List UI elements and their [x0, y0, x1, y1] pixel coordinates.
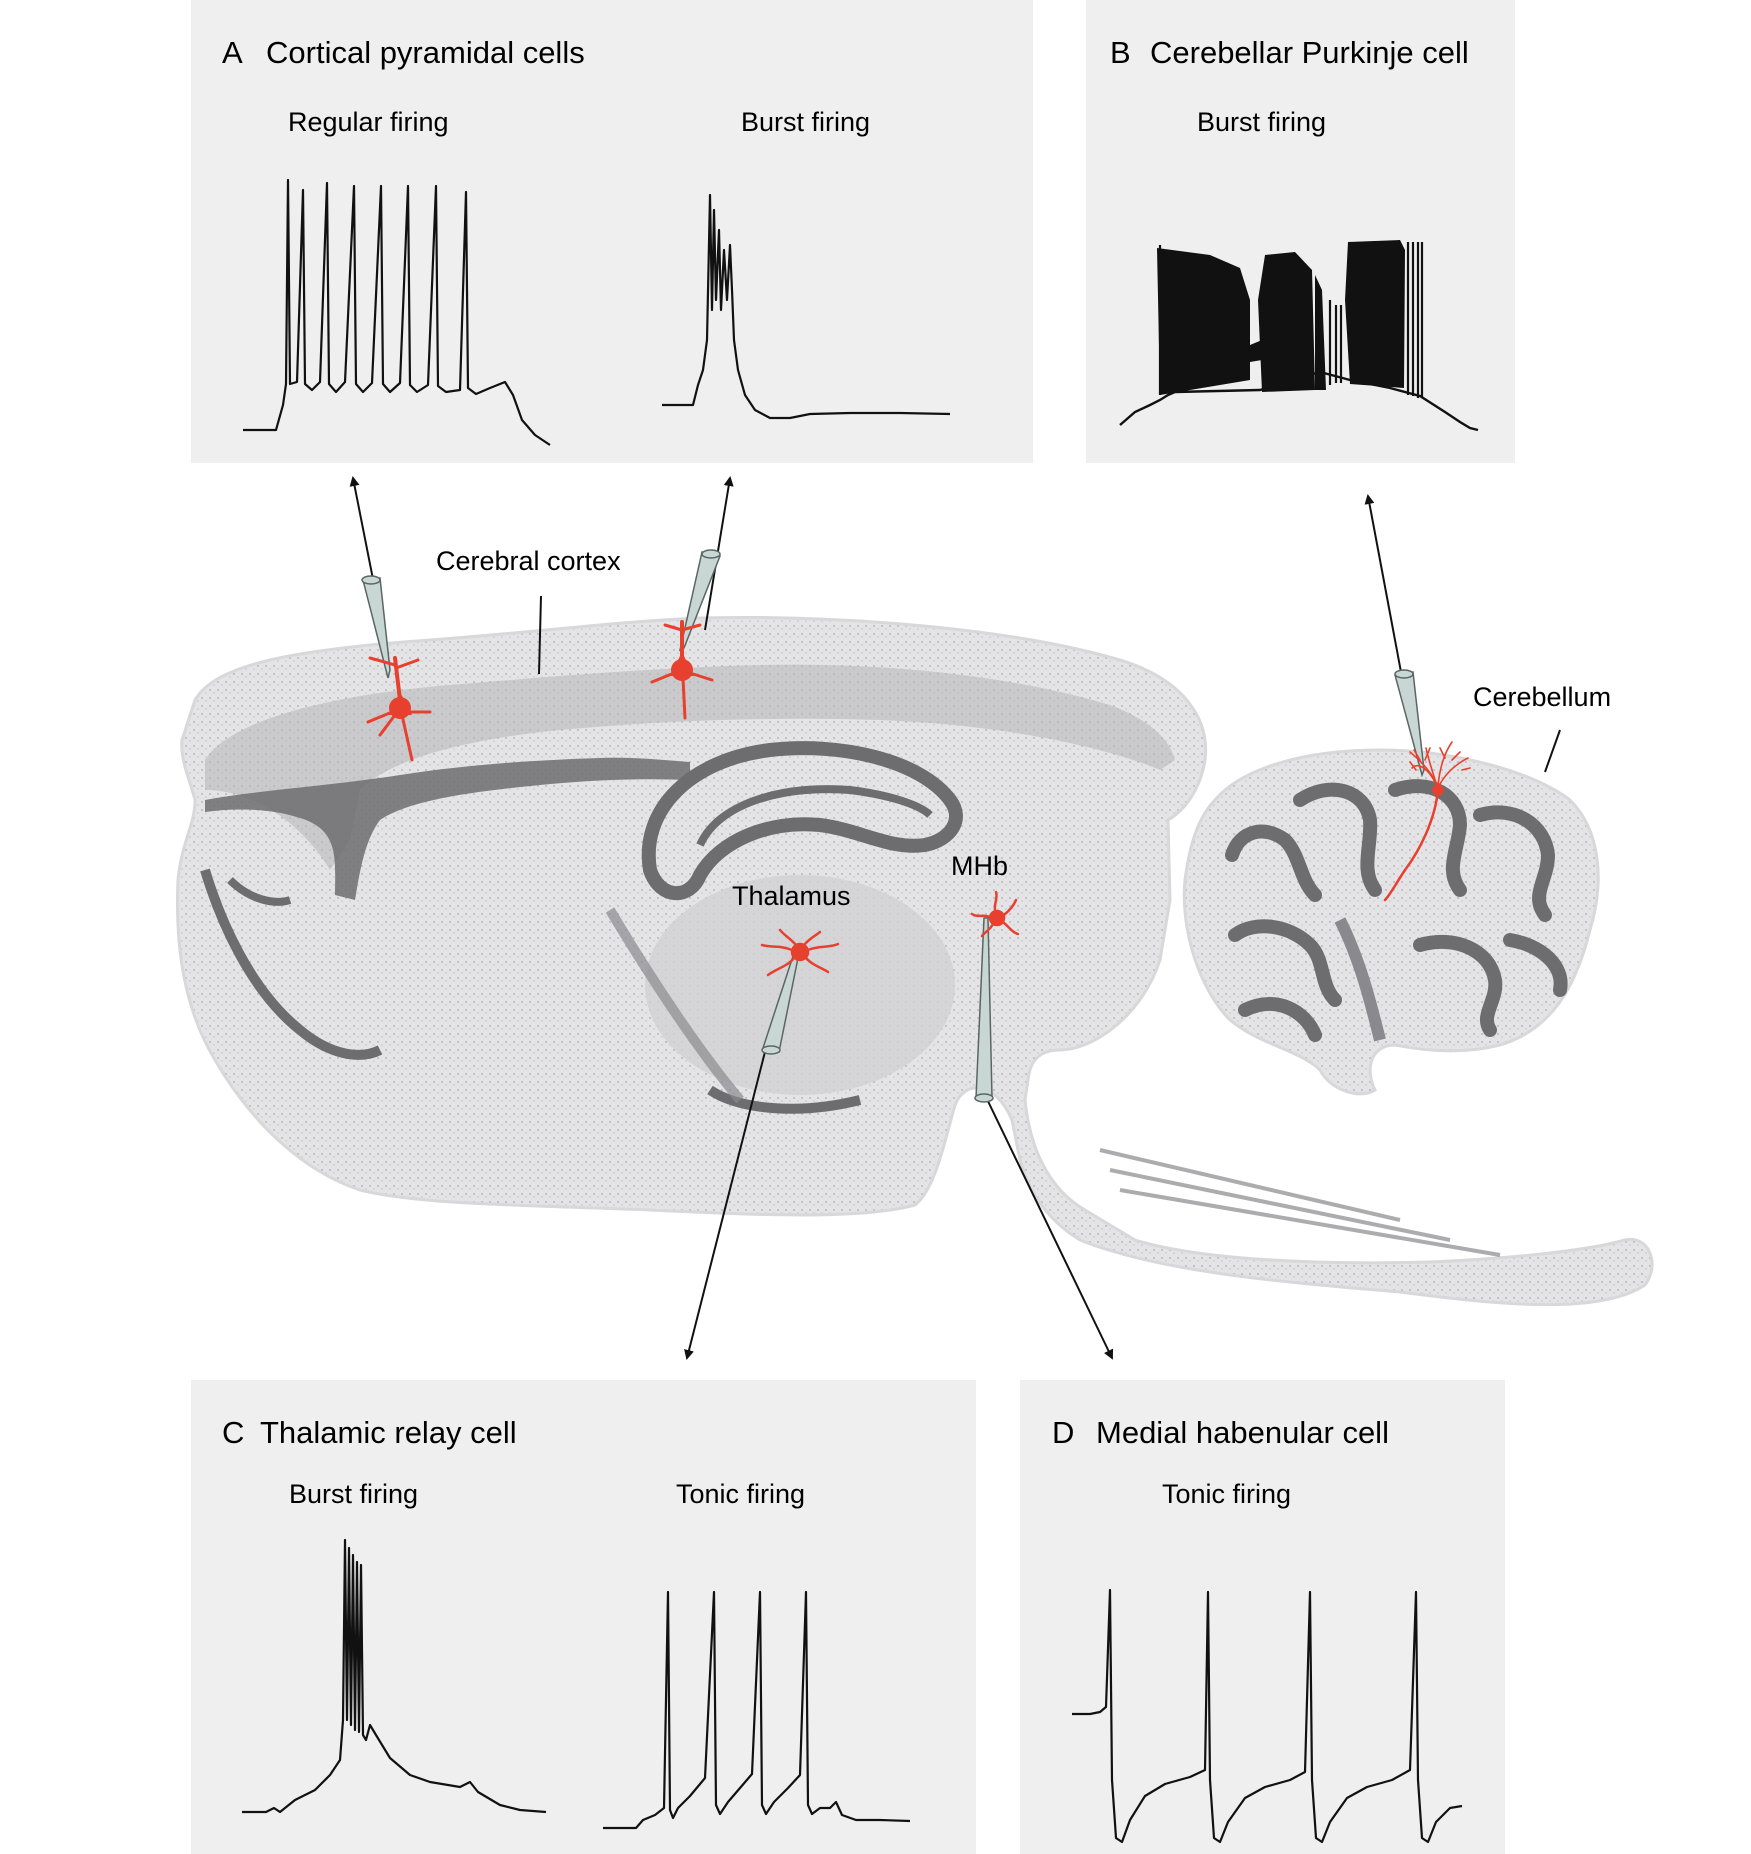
trace-c-tonic-firing — [603, 1590, 911, 1830]
panel-c-trace2-label: Tonic firing — [676, 1479, 805, 1509]
panel-c-letter: C — [222, 1415, 244, 1450]
panel-b-letter: B — [1110, 35, 1131, 70]
panel-d-trace1-label: Tonic firing — [1162, 1479, 1291, 1509]
arrow-to-d — [984, 1094, 1114, 1360]
leader-cerebral-cortex — [538, 595, 542, 675]
leader-cerebellum — [1544, 729, 1561, 773]
trace-b-burst-firing — [1119, 240, 1479, 432]
neuron-habenular — [970, 890, 1020, 938]
neuron-pyramidal-1 — [366, 656, 432, 762]
thalamus-region — [645, 875, 955, 1095]
label-cerebellum: Cerebellum — [1473, 682, 1611, 712]
panel-c-background — [191, 1380, 976, 1854]
hippocampus — [641, 741, 963, 901]
cortex-band — [205, 664, 1175, 870]
cerebellar-folia — [1225, 779, 1568, 1042]
trace-a-burst-firing — [662, 193, 951, 420]
panel-b-trace1-label: Burst firing — [1197, 107, 1326, 137]
trace-c-burst-firing — [242, 1538, 547, 1814]
panel-c-trace1-label: Burst firing — [289, 1479, 418, 1509]
panel-c-title: Thalamic relay cell — [260, 1415, 517, 1450]
label-thalamus: Thalamus — [732, 881, 851, 911]
panel-a-trace1-label: Regular firing — [288, 107, 449, 137]
panel-a-trace2-label: Burst firing — [741, 107, 870, 137]
panel-d-title: Medial habenular cell — [1096, 1415, 1389, 1450]
neuron-thalamic — [760, 928, 840, 977]
panel-d-background — [1020, 1380, 1505, 1854]
panel-a-title: Cortical pyramidal cells — [266, 35, 585, 70]
trace-d-tonic-firing — [1072, 1588, 1463, 1844]
neuron-pyramidal-2 — [650, 620, 714, 720]
trace-a-regular-firing — [243, 178, 551, 446]
corpus-callosum — [205, 757, 690, 900]
brain-section — [176, 616, 1654, 1307]
label-cerebral-cortex: Cerebral cortex — [436, 546, 621, 576]
neuron-purkinje — [1383, 741, 1471, 902]
panel-d-letter: D — [1052, 1415, 1074, 1450]
panel-b-title: Cerebellar Purkinje cell — [1150, 35, 1469, 70]
label-mhb: MHb — [951, 851, 1008, 881]
arrow-to-c — [684, 1039, 769, 1360]
panel-a-letter: A — [222, 35, 243, 70]
